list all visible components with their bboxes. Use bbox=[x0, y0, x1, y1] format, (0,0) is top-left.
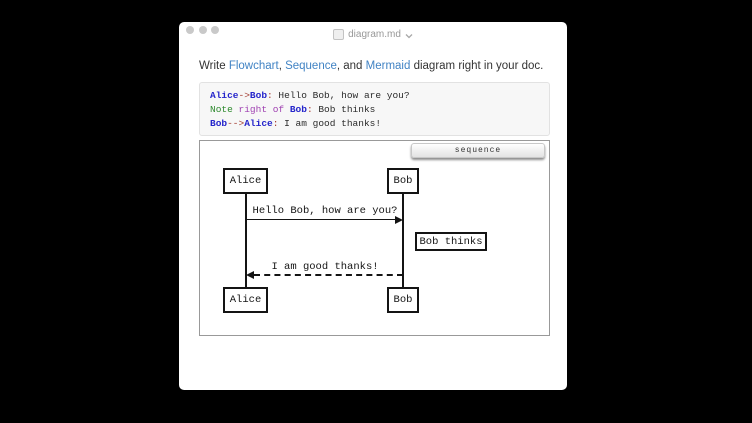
chevron-down-icon[interactable] bbox=[405, 26, 413, 44]
sequence-badge-button[interactable]: sequence bbox=[411, 143, 545, 158]
sequence-diagram-panel: sequence Alice Bob Hello Bob, how are yo… bbox=[199, 140, 550, 336]
code-token-colon: : bbox=[272, 118, 279, 129]
code-token-text: I am good thanks! bbox=[278, 118, 382, 129]
traffic-lights bbox=[186, 26, 219, 34]
code-token-name: Bob bbox=[249, 90, 268, 101]
document-body: Write Flowchart, Sequence, and Mermaid d… bbox=[179, 59, 567, 336]
close-button[interactable] bbox=[186, 26, 194, 34]
lifeline-alice bbox=[244, 194, 247, 287]
code-token-colon: : bbox=[306, 104, 313, 115]
actor-alice-bottom: Alice bbox=[223, 287, 268, 313]
window-title: diagram.md bbox=[348, 29, 401, 40]
actor-alice-top: Alice bbox=[223, 168, 268, 194]
code-token-name: Bob bbox=[289, 104, 307, 115]
intro-text-2: , bbox=[278, 60, 286, 72]
minimize-button[interactable] bbox=[198, 26, 207, 34]
message1-label: Hello Bob, how are you? bbox=[252, 205, 398, 217]
code-token-colon: : bbox=[267, 90, 273, 101]
intro-paragraph: Write Flowchart, Sequence, and Mermaid d… bbox=[199, 59, 550, 73]
mermaid-link[interactable]: Mermaid bbox=[365, 60, 411, 72]
app-window: diagram.md Write Flowchart, Sequence, an… bbox=[179, 22, 567, 390]
code-token-arrow: --> bbox=[227, 118, 245, 129]
arrowhead-right-icon bbox=[395, 216, 403, 224]
code-token-text: Hello Bob, how are you? bbox=[272, 90, 410, 101]
note-box: Bob thinks bbox=[415, 232, 487, 251]
code-token-note-keyword: Note bbox=[210, 104, 233, 115]
document-icon bbox=[333, 29, 345, 40]
message1-line bbox=[246, 219, 396, 220]
code-token-name: Alice bbox=[244, 118, 273, 129]
arrowhead-left-icon bbox=[246, 271, 254, 279]
sequence-link[interactable]: Sequence bbox=[285, 60, 337, 72]
intro-text-4: diagram right in your doc. bbox=[410, 60, 544, 72]
fullscreen-button[interactable] bbox=[211, 26, 219, 34]
intro-text-3: , and bbox=[336, 60, 366, 72]
lifeline-bob bbox=[402, 194, 404, 287]
code-line-3: Bob-->Alice: I am good thanks! bbox=[210, 117, 539, 131]
flowchart-link[interactable]: Flowchart bbox=[228, 60, 279, 72]
titlebar[interactable]: diagram.md bbox=[179, 22, 567, 56]
actor-bob-top: Bob bbox=[387, 168, 419, 194]
intro-text-1: Write bbox=[199, 60, 229, 72]
code-token-position-keyword: right of bbox=[238, 104, 285, 115]
message2-label: I am good thanks! bbox=[271, 261, 379, 273]
code-line-2: Note right of Bob: Bob thinks bbox=[210, 103, 539, 117]
actor-bob-bottom: Bob bbox=[387, 287, 419, 313]
code-block[interactable]: Alice->Bob: Hello Bob, how are you? Note… bbox=[199, 82, 550, 136]
title-group: diagram.md bbox=[179, 25, 567, 44]
code-line-1: Alice->Bob: Hello Bob, how are you? bbox=[210, 89, 539, 103]
code-token-name: Bob bbox=[210, 118, 228, 129]
code-token-text: Bob thinks bbox=[312, 104, 376, 115]
code-token-arrow: -> bbox=[238, 90, 250, 101]
code-token-name: Alice bbox=[210, 90, 239, 101]
message2-line bbox=[254, 274, 403, 276]
